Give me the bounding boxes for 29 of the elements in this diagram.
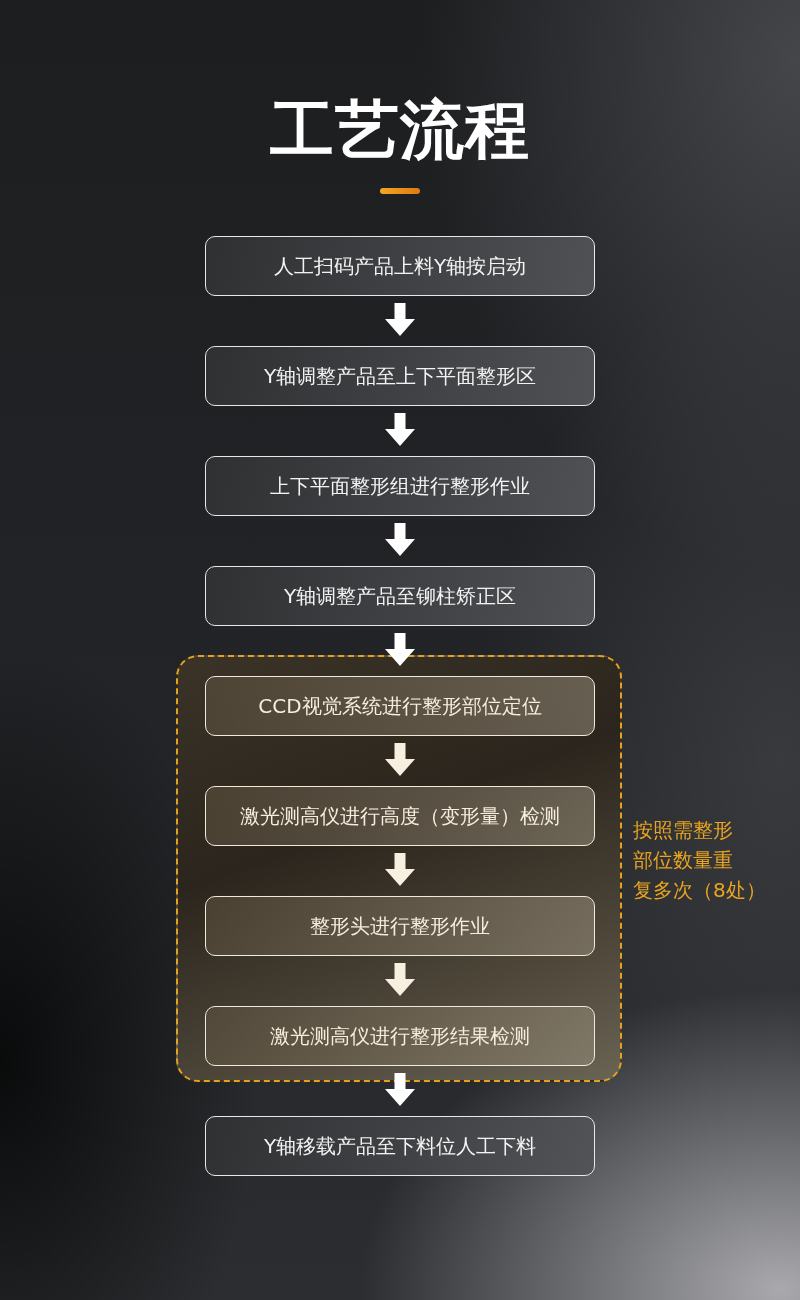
- step-label: Y轴调整产品至铆柱矫正区: [283, 582, 517, 610]
- process-box: [205, 676, 595, 736]
- step-label: 激光测高仪进行高度（变形量）检测: [240, 802, 560, 830]
- arrow: [385, 523, 415, 556]
- process-box: [205, 1006, 595, 1066]
- arrow: [385, 853, 415, 886]
- arrow: [385, 413, 415, 446]
- process-box: [205, 896, 595, 956]
- arrow: [385, 963, 415, 996]
- step-label: Y轴移载产品至下料位人工下料: [263, 1132, 537, 1160]
- step-label: CCD视觉系统进行整形部位定位: [258, 692, 542, 720]
- arrow: [385, 303, 415, 336]
- step-label: 激光测高仪进行整形结果检测: [270, 1022, 530, 1050]
- step-label: 上下平面整形组进行整形作业: [270, 472, 530, 500]
- arrow: [385, 743, 415, 776]
- process-box: [205, 566, 595, 626]
- arrow: [385, 1073, 415, 1106]
- process-box: [205, 236, 595, 296]
- side-note: 按照需整形部位数量重复多次（8处）: [633, 817, 766, 904]
- title: 工艺流程: [269, 92, 531, 169]
- process-box: [205, 786, 595, 846]
- dashed-region: [176, 655, 622, 1082]
- process-box: [205, 1116, 595, 1176]
- process-box: [205, 346, 595, 406]
- step-label: 整形头进行整形作业: [310, 912, 490, 940]
- arrow: [385, 633, 415, 666]
- process-box: [205, 456, 595, 516]
- step-label: Y轴调整产品至上下平面整形区: [263, 362, 537, 390]
- step-label: 人工扫码产品上料Y轴按启动: [273, 252, 527, 280]
